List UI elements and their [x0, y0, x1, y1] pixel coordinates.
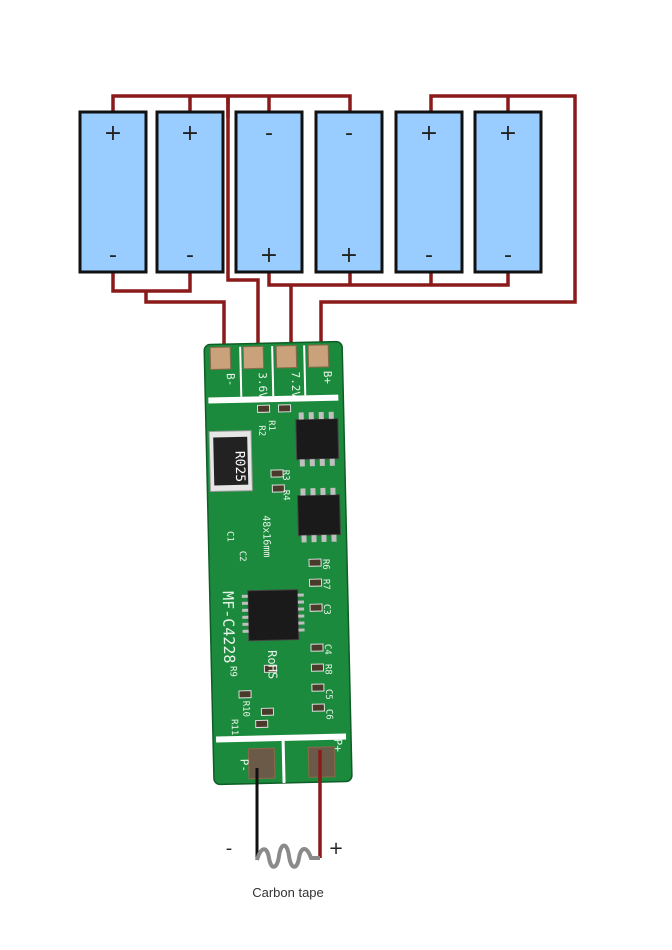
- bms-pcb: B- 3.6V 7.2V B+ R025: [203, 340, 353, 786]
- component-label: C3: [321, 604, 331, 615]
- battery-body: [155, 110, 225, 274]
- battery-bottom-terminal-label: +: [340, 243, 358, 268]
- wire-bminus-run: [144, 291, 226, 346]
- battery-top-terminal-label: +: [499, 121, 517, 146]
- pad-label-p-plus: P+: [331, 739, 344, 753]
- component-label: R2: [256, 425, 266, 436]
- battery-top-terminal-label: -: [345, 121, 353, 146]
- component-label: R9: [227, 666, 237, 677]
- battery-pack: +-+--+-++-+-: [78, 110, 543, 274]
- output-leads: - + Carbon tape: [226, 750, 344, 900]
- component-label: R7: [320, 579, 330, 590]
- pad-7v2: [275, 345, 298, 369]
- smd-components: [238, 404, 325, 729]
- pad-p-minus: [247, 747, 276, 780]
- battery-bottom-terminal-label: +: [260, 243, 278, 268]
- battery-top-terminal-label: -: [265, 121, 273, 146]
- battery-cell-2: +-: [155, 110, 225, 274]
- battery-body: [234, 110, 304, 274]
- battery-bottom-terminal-label: -: [504, 243, 512, 268]
- component-label: C5: [323, 689, 333, 700]
- component-label: C4: [322, 644, 332, 655]
- battery-cell-5: +-: [394, 110, 464, 274]
- battery-body: [394, 110, 464, 274]
- battery-top-terminal-label: +: [420, 121, 438, 146]
- component-label: C2: [237, 551, 247, 562]
- mosfet-2: [297, 487, 341, 543]
- pcb-bottom-pads: P- P+: [215, 733, 347, 783]
- pad-3v6: [242, 345, 265, 370]
- pad-b-minus: [209, 346, 232, 371]
- component-label: R6: [320, 559, 330, 570]
- pad-label-b-plus: B+: [321, 371, 334, 385]
- pad-b-plus: [307, 344, 330, 368]
- pad-label-3v6: 3.6V: [256, 372, 270, 399]
- wire-7v2-bus: [267, 272, 510, 287]
- component-label: R4: [280, 490, 290, 501]
- load-plus-label: +: [328, 838, 343, 859]
- battery-body: [473, 110, 543, 274]
- battery-top-terminal-label: +: [104, 121, 122, 146]
- component-label: R8: [322, 664, 332, 675]
- carbon-tape-load: [255, 843, 320, 869]
- pad-label-7v2: 7.2V: [289, 371, 303, 398]
- wire-3v6-run-main: [226, 96, 260, 346]
- pcb-white-strip-top: [208, 394, 339, 404]
- pad-label-b-minus: B-: [224, 373, 237, 387]
- battery-bottom-terminal-label: -: [186, 243, 194, 268]
- battery-cell-1: +-: [78, 110, 148, 274]
- battery-body: [314, 110, 384, 274]
- pcb-white-strip-bottom: [215, 733, 347, 743]
- component-label: C6: [323, 709, 333, 720]
- board-label: MF-C4228: [219, 591, 239, 664]
- battery-cell-6: +-: [473, 110, 543, 274]
- component-label: R3: [280, 470, 290, 481]
- component-label: R11: [229, 719, 239, 735]
- component-label: R10: [240, 701, 250, 717]
- battery-body: [78, 110, 148, 274]
- shunt-resistor: R025: [208, 430, 253, 493]
- shunt-marking: R025: [232, 451, 248, 483]
- mosfet-1: [295, 411, 340, 467]
- pcb-top-pads: B- 3.6V 7.2V B+: [208, 344, 339, 404]
- battery-cell-3: -+: [234, 110, 304, 274]
- load-caption: Carbon tape: [252, 885, 324, 900]
- battery-wiring: [111, 94, 577, 346]
- wire-top-bus-1: [111, 94, 352, 112]
- pad-label-p-minus: P-: [238, 759, 251, 773]
- wire-top-bus-2: [319, 94, 577, 346]
- battery-cell-4: -+: [314, 110, 384, 274]
- component-label: C1: [224, 531, 234, 542]
- load-minus-label: -: [226, 838, 233, 859]
- battery-top-terminal-label: +: [181, 121, 199, 146]
- size-label: 48x16mm: [260, 515, 272, 557]
- wire-bminus: [111, 272, 192, 293]
- protection-ic: [241, 589, 305, 642]
- rohs-label: RoHS: [265, 650, 280, 679]
- battery-bottom-terminal-label: -: [109, 243, 117, 268]
- component-label: R1: [266, 420, 276, 431]
- battery-bottom-terminal-label: -: [425, 243, 433, 268]
